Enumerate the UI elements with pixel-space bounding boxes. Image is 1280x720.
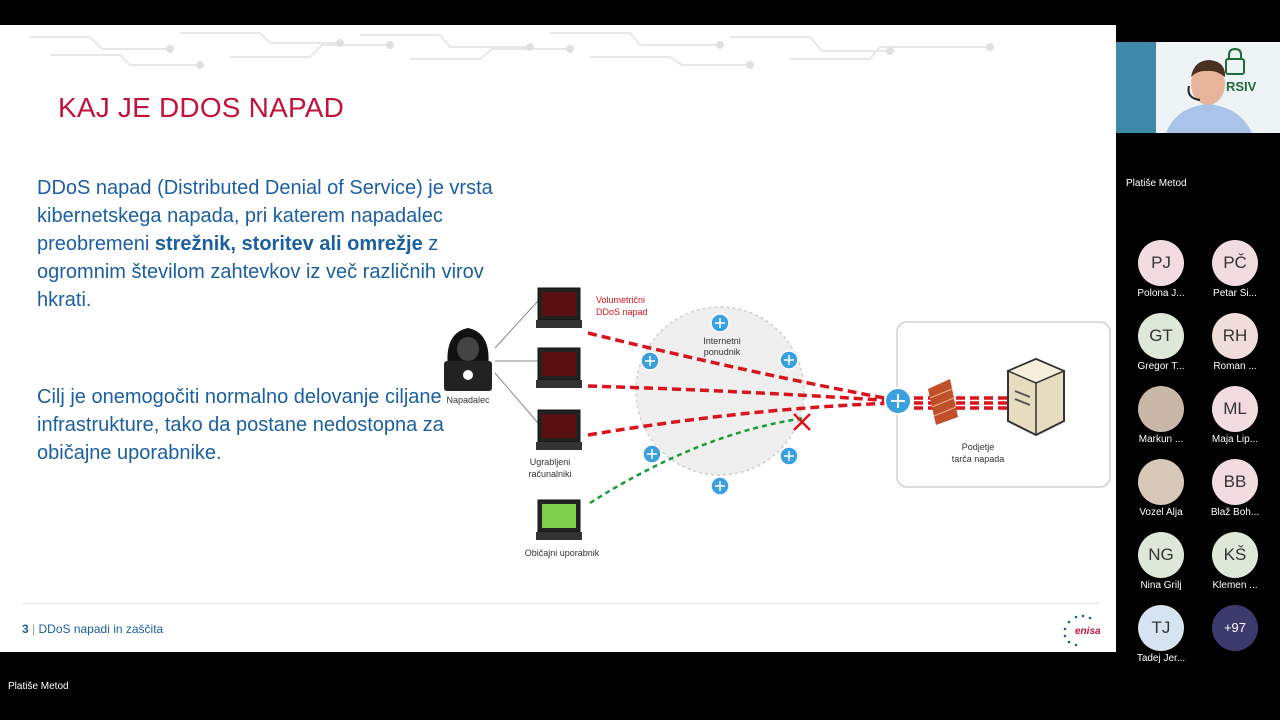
participant-avatar: PČ bbox=[1212, 240, 1258, 286]
lock-icon bbox=[1225, 47, 1245, 75]
participant-tile[interactable]: BB Blaž Boh... bbox=[1200, 459, 1270, 525]
speaker-name: Platiše Metod bbox=[1126, 178, 1187, 189]
bots-label-1: Ugrabljeni bbox=[530, 457, 571, 467]
firewall-icon bbox=[928, 379, 958, 425]
participant-photo bbox=[1138, 459, 1184, 505]
participant-avatar: +97 bbox=[1212, 605, 1258, 651]
definition-text-b: z ogromnim številom zahtevkov iz več raz… bbox=[37, 233, 484, 311]
participant-name: Polona J... bbox=[1137, 288, 1185, 299]
definition-paragraph: DDoS napad (Distributed Denial of Servic… bbox=[37, 174, 507, 314]
participant-avatar: ML bbox=[1212, 386, 1258, 432]
participant-tile[interactable]: GT Gregor T... bbox=[1126, 313, 1196, 379]
speaker-logo-text: RSIV bbox=[1226, 79, 1257, 94]
definition-bold: strežnik, storitev ali omrežje bbox=[154, 233, 423, 255]
footer-text: DDoS napadi in zaščita bbox=[38, 622, 164, 636]
footer-divider bbox=[22, 603, 1100, 604]
slide-title: KAJ JE DDOS NAPAD bbox=[58, 92, 345, 123]
enisa-logo: enisa bbox=[1063, 614, 1101, 647]
participant-name: Markun ... bbox=[1138, 434, 1184, 445]
participant-avatar: PJ bbox=[1138, 240, 1184, 286]
participant-tile[interactable]: ML Maja Lip... bbox=[1200, 386, 1270, 452]
user-label: Običajni uporabnik bbox=[525, 548, 600, 558]
participant-avatar: TJ bbox=[1138, 605, 1184, 651]
participant-name: Klemen ... bbox=[1212, 580, 1258, 591]
participant-avatar: GT bbox=[1138, 313, 1184, 359]
target-label-2: tarča napada bbox=[952, 454, 1005, 464]
bots-label-2: računalniki bbox=[528, 469, 571, 479]
participant-photo bbox=[1138, 386, 1184, 432]
participant-name: Vozel Alja bbox=[1139, 507, 1183, 518]
attacker-label: Napadalec bbox=[446, 395, 490, 405]
user-computer bbox=[536, 499, 582, 540]
participant-tile[interactable]: Vozel Alja bbox=[1126, 459, 1196, 525]
participant-tile[interactable]: TJ Tadej Jer... bbox=[1126, 605, 1196, 671]
hacker-icon bbox=[444, 328, 492, 391]
participant-avatar: NG bbox=[1138, 532, 1184, 578]
volumetric-label-2: DDoS napad bbox=[596, 307, 648, 317]
isp-label-1: Internetni bbox=[703, 336, 741, 346]
participant-name: Petar Ši... bbox=[1213, 288, 1257, 299]
logo-text: enisa bbox=[1075, 626, 1101, 637]
participant-tile[interactable]: PČ Petar Ši... bbox=[1200, 240, 1270, 306]
speaker-person-icon bbox=[1166, 60, 1252, 133]
participant-avatar: RH bbox=[1212, 313, 1258, 359]
speaker-video[interactable]: RSIV bbox=[1116, 42, 1280, 133]
participant-name: Nina Grilj bbox=[1140, 580, 1182, 591]
participant-tile[interactable]: RH Roman ... bbox=[1200, 313, 1270, 379]
target-label-1: Podjetje bbox=[962, 442, 995, 452]
participant-avatar: BB bbox=[1212, 459, 1258, 505]
participant-avatar: KŠ bbox=[1212, 532, 1258, 578]
circuit-decoration bbox=[30, 32, 994, 69]
participant-name: Tadej Jer... bbox=[1136, 653, 1186, 664]
bot-computer-1 bbox=[536, 287, 582, 328]
participant-tile[interactable]: NG Nina Grilj bbox=[1126, 532, 1196, 598]
participant-tile[interactable]: KŠ Klemen ... bbox=[1200, 532, 1270, 598]
participant-tile[interactable]: Markun ... bbox=[1126, 386, 1196, 452]
definition-text-a: DDoS napad (Distributed Denial of Servic… bbox=[37, 177, 493, 255]
bot-computer-2 bbox=[536, 347, 582, 388]
bot-computer-3 bbox=[536, 409, 582, 450]
volumetric-label-1: Volumetrični bbox=[596, 295, 645, 305]
server-icon bbox=[1006, 357, 1066, 437]
participant-tile[interactable]: PJ Polona J... bbox=[1126, 240, 1196, 306]
active-speaker-name: Platiše Metod bbox=[8, 681, 69, 692]
slide-footer: 3 | DDoS napadi in zaščita bbox=[22, 622, 164, 636]
goal-paragraph: Cilj je onemogočiti normalno delovanje c… bbox=[37, 386, 444, 464]
participant-name: Maja Lip... bbox=[1211, 434, 1259, 445]
participant-name: Gregor T... bbox=[1137, 361, 1185, 372]
participant-name: Blaž Boh... bbox=[1210, 507, 1260, 518]
ddos-diagram: Napadalec Ugrabljeni računalniki Interne… bbox=[444, 287, 1111, 558]
participant-name: Roman ... bbox=[1213, 361, 1257, 372]
blocked-x-icon bbox=[793, 413, 811, 431]
participant-tile[interactable]: +97 bbox=[1200, 605, 1270, 671]
presentation-slide: KAJ JE DDOS NAPAD DDoS napad (Distribute… bbox=[0, 25, 1116, 652]
isp-label-2: ponudnik bbox=[704, 347, 741, 357]
slide-number: 3 bbox=[22, 622, 29, 636]
